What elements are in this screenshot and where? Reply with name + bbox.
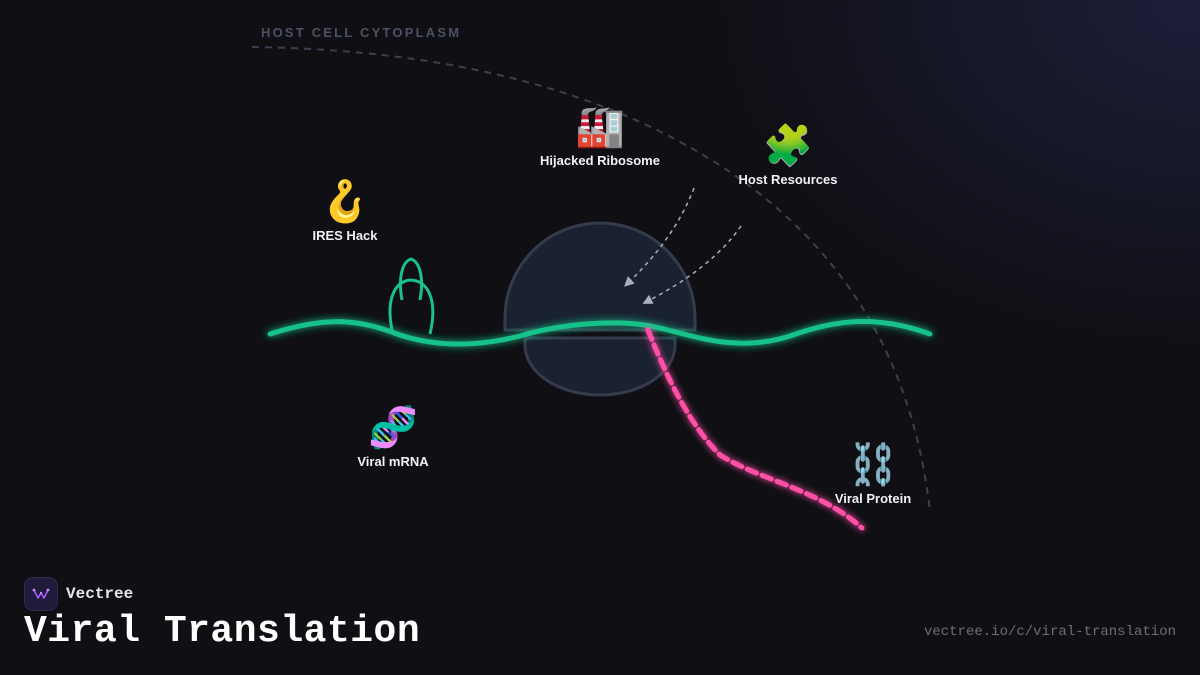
chain-icon: ⛓️ <box>848 442 898 488</box>
node-label: IRES Hack <box>312 228 378 243</box>
ires-stem-loop-top <box>398 257 424 301</box>
node-label: Viral Protein <box>834 491 912 506</box>
node-hijacked-ribosome: 🏭 Hijacked Ribosome <box>540 103 660 168</box>
node-host-resources: 🧩 Host Resources <box>739 122 838 187</box>
brand: Vectree <box>24 577 133 611</box>
node-label: Viral mRNA <box>357 454 429 469</box>
cytoplasm-region-label: HOST CELL CYTOPLASM <box>261 25 462 40</box>
node-viral-mrna: 🧬 Viral mRNA <box>357 404 428 469</box>
node-viral-protein: ⛓️ Viral Protein <box>835 441 911 506</box>
ires-stem-loop <box>388 278 435 335</box>
brand-name: Vectree <box>66 585 134 603</box>
node-label: Host Resources <box>738 172 838 187</box>
cell-membrane <box>251 46 931 513</box>
source-url[interactable]: vectree.io/c/viral-translation <box>923 624 1176 640</box>
node-ires-hack: 🪝 IRES Hack <box>312 178 377 243</box>
mrna-strand <box>267 318 933 347</box>
factory-icon: 🏭 <box>575 104 625 150</box>
arrow-resources-to-core <box>642 225 742 304</box>
fishing-hook-icon: 🪝 <box>320 179 370 225</box>
vectree-logo-icon <box>24 577 58 611</box>
vectree-logo-mark <box>32 588 50 599</box>
dna-icon: 🧬 <box>368 405 418 451</box>
arrow-ribosome-to-core <box>624 187 695 287</box>
puzzle-piece-icon: 🧩 <box>763 123 813 169</box>
ribosome-small-subunit <box>523 336 677 397</box>
protein-chain <box>645 327 865 531</box>
page-title: Viral Translation <box>24 610 421 653</box>
node-label: Hijacked Ribosome <box>540 153 660 168</box>
